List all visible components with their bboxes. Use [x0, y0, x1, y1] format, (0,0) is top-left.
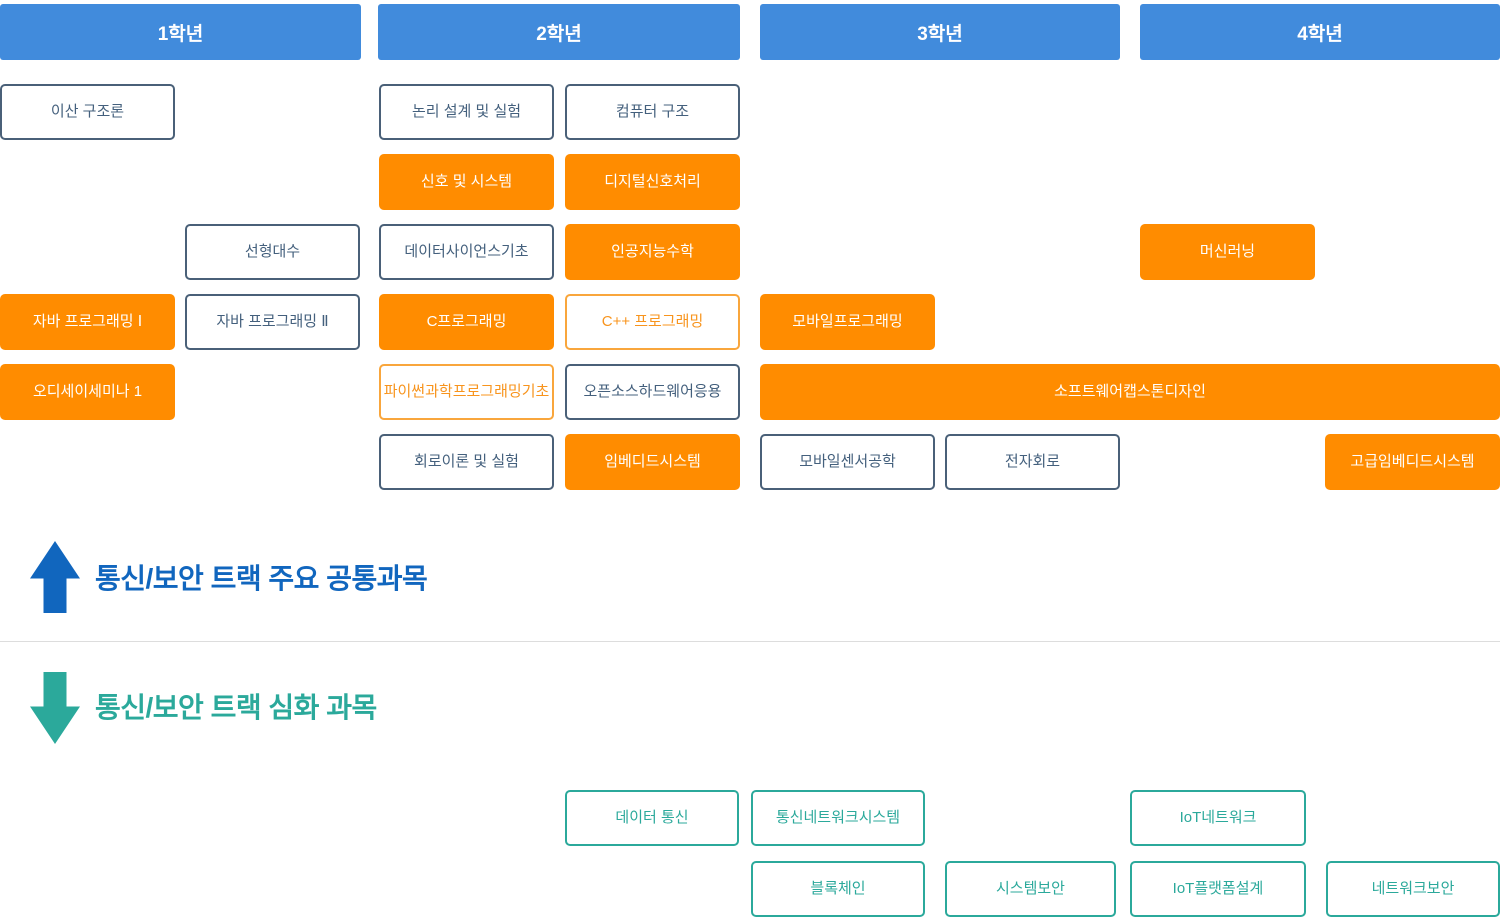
- course-blockchain: 블록체인: [751, 861, 925, 917]
- course-iot-platform-design: IoT플랫폼설계: [1130, 861, 1306, 917]
- course-label: 모바일프로그래밍: [792, 312, 903, 330]
- course-label: IoT네트워크: [1179, 808, 1257, 826]
- course-mobile-sensor-engineering: 모바일센서공학: [760, 434, 935, 490]
- course-label: 임베디드시스템: [604, 452, 701, 470]
- year-header-4-label: 4학년: [1297, 23, 1343, 45]
- year-header-4: 4학년: [1140, 4, 1500, 60]
- course-label: C프로그래밍: [426, 312, 507, 330]
- course-cpp-programming: C++ 프로그래밍: [565, 294, 740, 350]
- course-label: 자바 프로그래밍 Ⅰ: [32, 312, 143, 330]
- course-data-communication: 데이터 통신: [565, 790, 739, 846]
- course-c-programming: C프로그래밍: [379, 294, 554, 350]
- course-python-scientific-programming: 파이썬과학프로그래밍기초: [379, 364, 554, 420]
- course-label: 인공지능수학: [611, 242, 694, 260]
- down-arrow-icon: [30, 672, 80, 744]
- course-computer-architecture: 컴퓨터 구조: [565, 84, 740, 140]
- course-odyssey-seminar-1: 오디세이세미나 1: [0, 364, 175, 420]
- course-network-security: 네트워크보안: [1326, 861, 1500, 917]
- course-label: 오디세이세미나 1: [32, 382, 143, 400]
- course-label: 소프트웨어캡스톤디자인: [1054, 382, 1206, 400]
- advanced-track-label: 통신/보안 트랙 심화 과목: [95, 692, 377, 723]
- common-track-label: 통신/보안 트랙 주요 공통과목: [95, 563, 428, 594]
- course-label: 논리 설계 및 실험: [411, 102, 522, 120]
- year-header-3-label: 3학년: [917, 23, 963, 45]
- course-advanced-embedded-systems: 고급임베디드시스템: [1325, 434, 1500, 490]
- course-label: 선형대수: [244, 242, 301, 260]
- course-label: 데이터사이언스기초: [404, 242, 529, 260]
- section-divider: [0, 641, 1500, 642]
- course-embedded-systems: 임베디드시스템: [565, 434, 740, 490]
- course-linear-algebra: 선형대수: [185, 224, 360, 280]
- year-header-1: 1학년: [0, 4, 361, 60]
- course-label: 통신네트워크시스템: [775, 808, 901, 826]
- course-system-security: 시스템보안: [945, 861, 1116, 917]
- course-label: 모바일센서공학: [799, 452, 896, 470]
- course-label: 오픈소스하드웨어응용: [583, 382, 722, 400]
- course-label: IoT플랫폼설계: [1172, 879, 1264, 897]
- course-label: 데이터 통신: [615, 808, 689, 826]
- course-digital-signal-processing: 디지털신호처리: [565, 154, 740, 210]
- year-header-1-label: 1학년: [157, 23, 204, 45]
- course-label: 시스템보안: [995, 879, 1065, 897]
- course-java-programming-1: 자바 프로그래밍 Ⅰ: [0, 294, 175, 350]
- course-iot-network: IoT네트워크: [1130, 790, 1306, 846]
- course-label: 자바 프로그래밍 Ⅱ: [216, 312, 329, 330]
- course-label: 전자회로: [1004, 452, 1061, 470]
- course-mobile-programming: 모바일프로그래밍: [760, 294, 935, 350]
- course-signals-systems: 신호 및 시스템: [379, 154, 554, 210]
- course-label: 회로이론 및 실험: [414, 452, 519, 470]
- course-label: 디지털신호처리: [604, 172, 701, 190]
- course-label: 이산 구조론: [50, 102, 125, 120]
- course-label: 머신러닝: [1199, 242, 1256, 260]
- course-open-source-hardware: 오픈소스하드웨어응용: [565, 364, 740, 420]
- course-label: 신호 및 시스템: [420, 172, 513, 190]
- course-label: 컴퓨터 구조: [615, 102, 690, 120]
- course-label: 네트워크보안: [1371, 879, 1455, 897]
- course-java-programming-2: 자바 프로그래밍 Ⅱ: [185, 294, 360, 350]
- year-header-3: 3학년: [760, 4, 1120, 60]
- course-label: 고급임베디드시스템: [1350, 452, 1475, 470]
- course-circuit-theory-lab: 회로이론 및 실험: [379, 434, 554, 490]
- course-data-science-basics: 데이터사이언스기초: [379, 224, 554, 280]
- course-comm-network-systems: 통신네트워크시스템: [751, 790, 925, 846]
- course-label: C++ 프로그래밍: [601, 312, 704, 330]
- course-software-capstone-design: 소프트웨어캡스톤디자인: [760, 364, 1500, 420]
- course-logic-design-lab: 논리 설계 및 실험: [379, 84, 554, 140]
- year-header-2-label: 2학년: [536, 23, 582, 45]
- year-header-2: 2학년: [378, 4, 740, 60]
- course-ai-math: 인공지능수학: [565, 224, 740, 280]
- course-label: 파이썬과학프로그래밍기초: [383, 382, 550, 400]
- course-machine-learning: 머신러닝: [1140, 224, 1315, 280]
- course-electronic-circuits: 전자회로: [945, 434, 1120, 490]
- course-discrete-structures: 이산 구조론: [0, 84, 175, 140]
- course-label: 블록체인: [810, 879, 866, 897]
- up-arrow-icon: [30, 541, 80, 613]
